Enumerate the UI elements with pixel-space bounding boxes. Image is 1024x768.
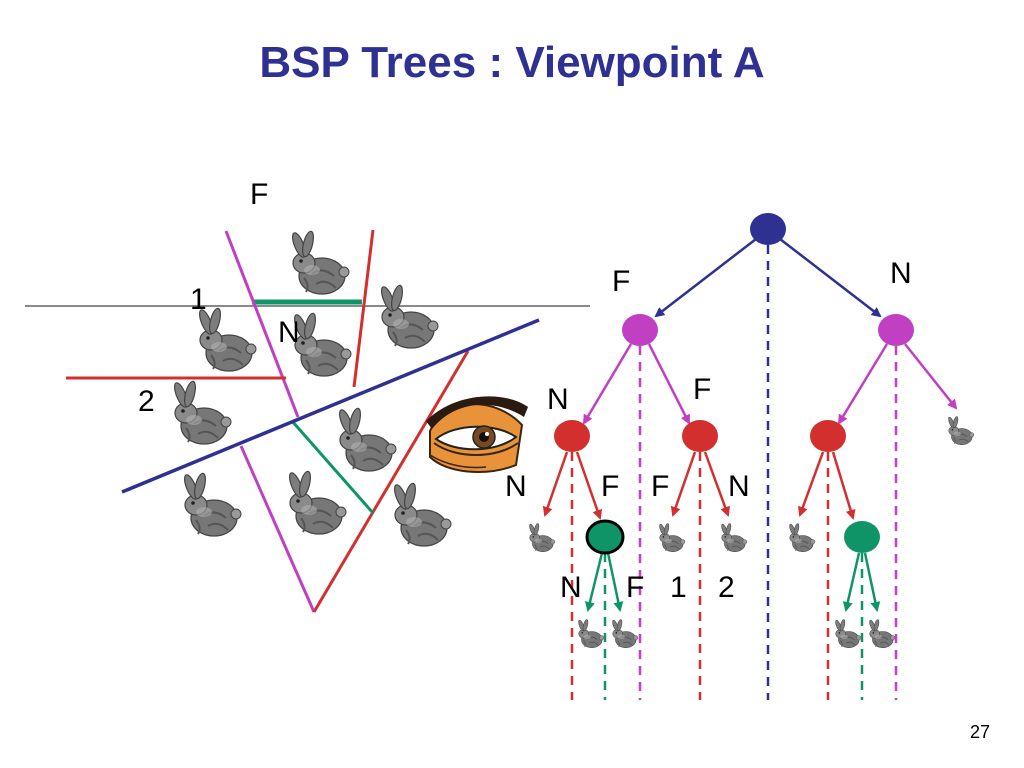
scene-far-label: F bbox=[250, 178, 268, 211]
red1-near-label: N bbox=[505, 470, 527, 503]
red-node-2 bbox=[682, 420, 718, 452]
green-node-highlighted bbox=[585, 519, 625, 555]
bunny-icon bbox=[377, 283, 439, 349]
bunny-icon bbox=[288, 229, 350, 295]
magenta-left-near-label: N bbox=[547, 383, 569, 416]
magenta-node-right bbox=[878, 314, 914, 346]
page-number: 27 bbox=[969, 722, 990, 742]
bunny-icon bbox=[290, 311, 352, 377]
bunny-icon bbox=[180, 471, 242, 537]
bsp-tree: F N N F N F F N N F 1 2 bbox=[505, 213, 975, 700]
bunny-icon bbox=[335, 406, 397, 472]
red2-far-label: F bbox=[651, 470, 669, 503]
scene: F 1 N 2 bbox=[25, 178, 590, 613]
plane-1-label: 1 bbox=[190, 283, 207, 316]
navy-splitting-plane bbox=[121, 318, 540, 494]
bunny-icon bbox=[657, 522, 686, 553]
bunny-icon bbox=[867, 618, 896, 649]
root-left-label: F bbox=[612, 265, 630, 298]
red-node-3 bbox=[810, 420, 846, 452]
root-right-label: N bbox=[890, 257, 912, 290]
green-wall bbox=[290, 420, 375, 514]
bunny-icon bbox=[576, 618, 605, 649]
bunny-icon bbox=[610, 618, 639, 649]
red1-far-label: F bbox=[601, 470, 619, 503]
bunny-icon bbox=[787, 522, 816, 553]
green-node bbox=[844, 521, 880, 553]
red-wall-upper bbox=[352, 229, 375, 388]
bunny-icon bbox=[285, 469, 347, 535]
magenta-wall-upper bbox=[224, 230, 300, 418]
order-1-label: 1 bbox=[670, 571, 687, 604]
slide-title: BSP Trees : Viewpoint A bbox=[259, 38, 765, 87]
green-near-label: N bbox=[560, 571, 582, 604]
red-wall-diagonal bbox=[312, 350, 470, 613]
green-far-label: F bbox=[626, 571, 644, 604]
bunny-icon bbox=[527, 522, 556, 553]
red2-near-label: N bbox=[728, 470, 750, 503]
bunny-icon bbox=[195, 306, 257, 372]
root-node bbox=[750, 213, 786, 245]
bunny-icon bbox=[833, 618, 862, 649]
red-node-1 bbox=[554, 420, 590, 452]
magenta-node-left bbox=[622, 314, 658, 346]
bunny-icon bbox=[946, 415, 975, 446]
magenta-left-far-label: F bbox=[693, 373, 711, 406]
bunny-icon bbox=[719, 522, 748, 553]
scene-near-label: N bbox=[278, 316, 300, 349]
plane-2-label: 2 bbox=[138, 385, 155, 418]
bunny-icon bbox=[390, 481, 452, 547]
order-2-label: 2 bbox=[718, 571, 735, 604]
projection-lines bbox=[570, 245, 898, 700]
eye-icon bbox=[426, 396, 528, 473]
bunny-icon bbox=[170, 379, 232, 445]
tree-edges bbox=[542, 238, 958, 612]
magenta-wall-lower bbox=[239, 445, 316, 613]
